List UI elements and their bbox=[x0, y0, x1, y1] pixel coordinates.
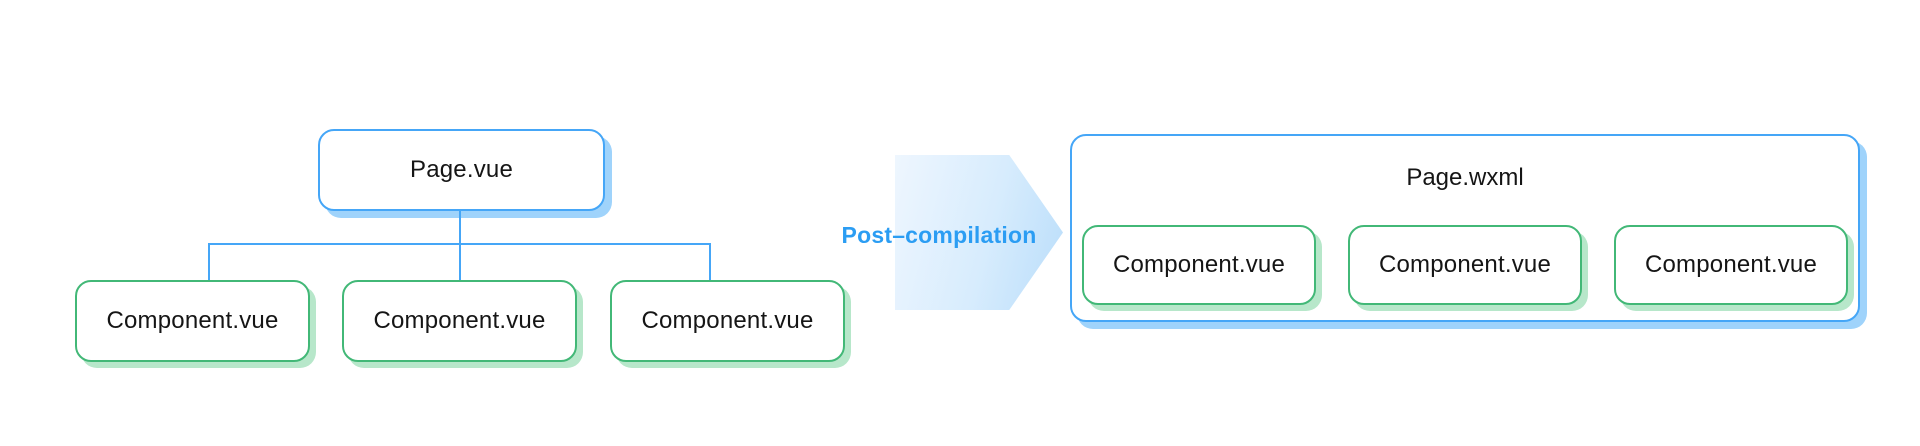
component-vue-label: Component.vue bbox=[1112, 251, 1286, 278]
component-vue-node-right-1: Component.vue bbox=[1082, 225, 1316, 305]
tree-connector-drop-left bbox=[208, 243, 210, 281]
component-vue-label: Component.vue bbox=[373, 307, 546, 334]
post-compilation-label: Post–compilation bbox=[841, 221, 1037, 248]
component-vue-node-left-2: Component.vue bbox=[342, 280, 577, 362]
tree-connector-drop-middle bbox=[459, 243, 461, 281]
page-wxml-title: Page.wxml bbox=[1406, 164, 1524, 191]
page-vue-node: Page.vue bbox=[318, 129, 605, 211]
component-vue-label: Component.vue bbox=[1378, 251, 1552, 278]
component-vue-node-left-3: Component.vue bbox=[610, 280, 845, 362]
component-vue-node-right-3: Component.vue bbox=[1614, 225, 1848, 305]
component-vue-node-left-1: Component.vue bbox=[75, 280, 310, 362]
component-vue-node-right-2: Component.vue bbox=[1348, 225, 1582, 305]
component-vue-label: Component.vue bbox=[1644, 251, 1818, 278]
tree-connector-root-stem bbox=[459, 211, 461, 245]
component-vue-label: Component.vue bbox=[106, 307, 279, 334]
component-vue-label: Component.vue bbox=[641, 307, 814, 334]
page-vue-label: Page.vue bbox=[409, 156, 513, 183]
tree-connector-drop-right bbox=[709, 243, 711, 281]
